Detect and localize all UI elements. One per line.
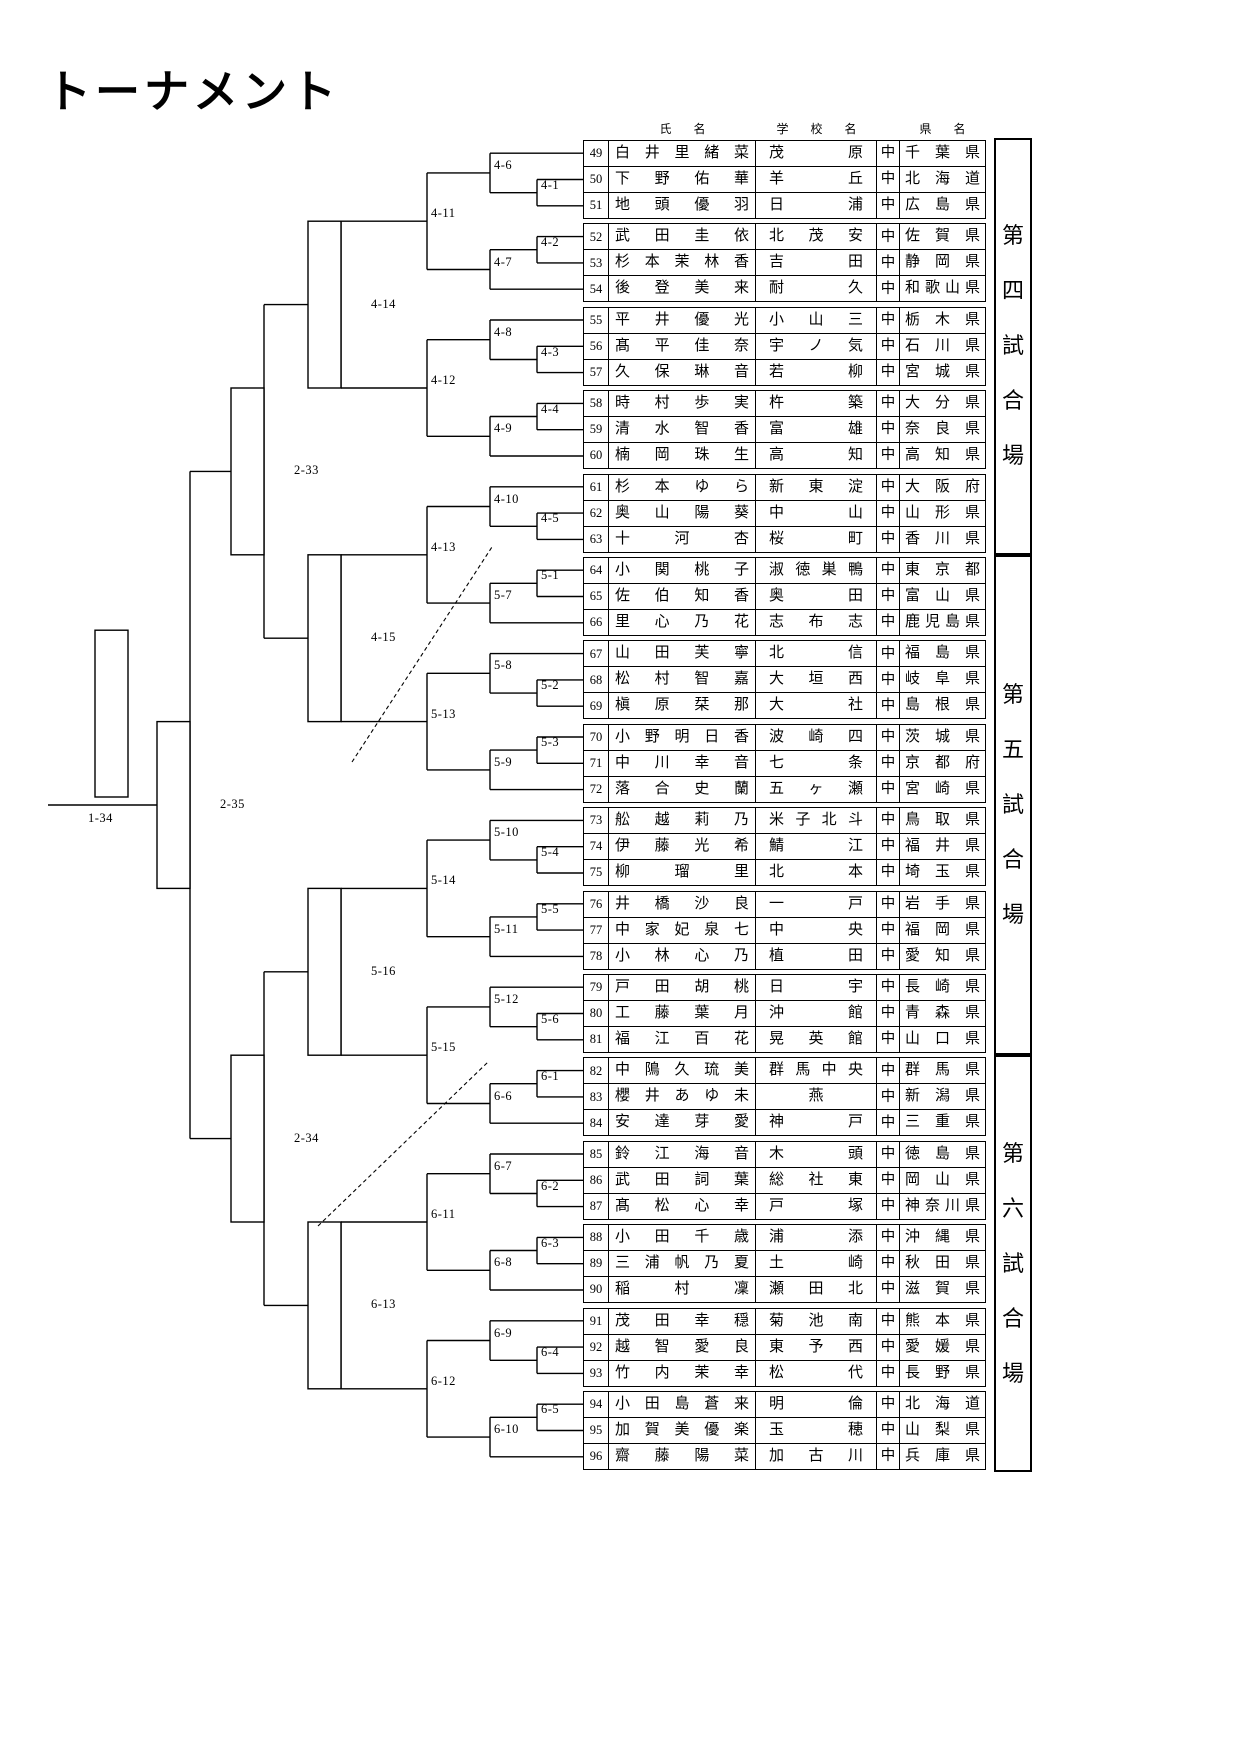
match-score-box: [307, 1221, 342, 1390]
venue-separator-dashed-line: [317, 1061, 489, 1227]
match-score-box: [230, 1054, 265, 1223]
match-score-box: [307, 887, 342, 1056]
match-score-box: [156, 720, 191, 890]
match-score-box: [230, 387, 265, 556]
page-title: トーナメント: [46, 67, 341, 117]
match-score-box: [307, 554, 342, 723]
venue-separator-dashed-line: [351, 546, 493, 763]
column-header-prefecture: 県 名: [919, 121, 971, 136]
column-header-name: 氏 名: [659, 121, 711, 136]
match-score-box: [307, 220, 342, 389]
bracket-lines: [48, 152, 583, 1458]
column-header-school: 学 校 名: [776, 121, 862, 136]
match-score-box: [94, 629, 129, 798]
